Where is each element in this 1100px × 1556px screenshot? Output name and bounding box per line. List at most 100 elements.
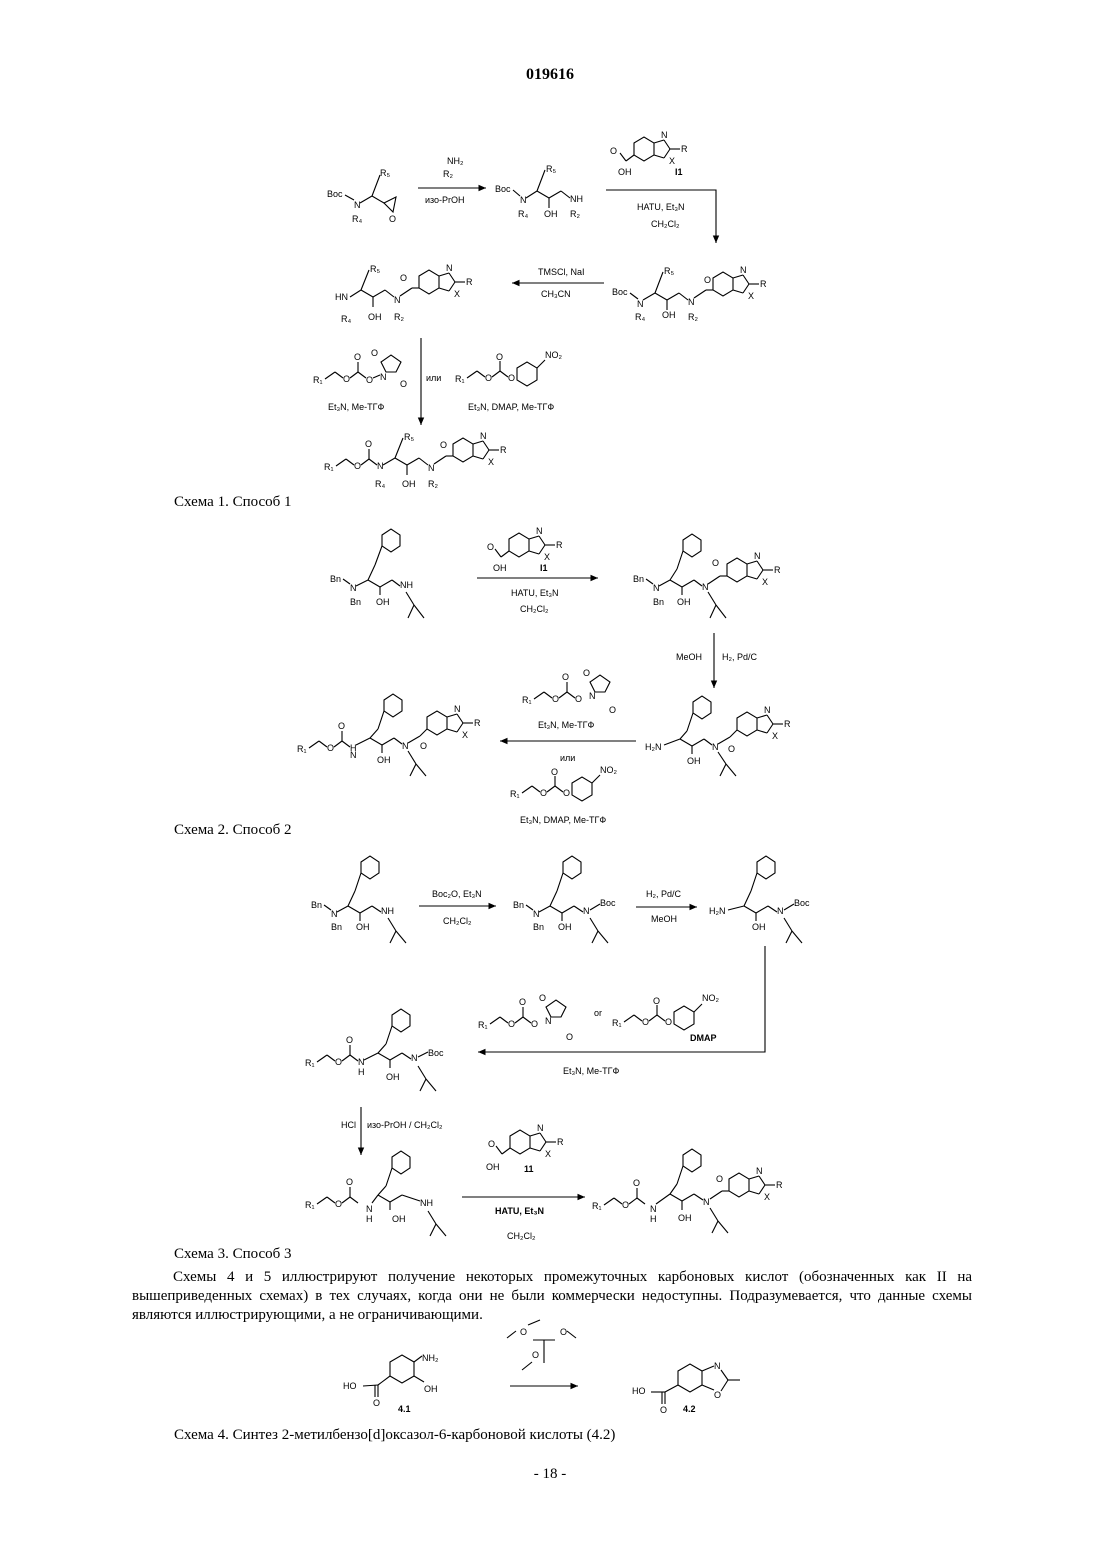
svg-text:R₄: R₄ (352, 214, 362, 224)
svg-text:OH: OH (377, 755, 391, 765)
svg-text:I1: I1 (540, 563, 548, 573)
page-number: - 18 - (0, 1466, 1100, 1483)
scheme2-coupling: HATU, Et₃N (511, 588, 559, 598)
svg-text:R₁: R₁ (313, 375, 323, 385)
scheme1-deprotect: TMSCl, NaI (538, 267, 585, 277)
svg-text:N: N (446, 263, 453, 273)
svg-text:R₄: R₄ (518, 209, 528, 219)
svg-text:R: R (784, 719, 791, 729)
svg-text:N: N (454, 704, 461, 714)
svg-text:R: R (474, 718, 481, 728)
scheme1-coupling-solvent: CH₂Cl₂ (651, 219, 680, 229)
svg-text:O: O (343, 374, 350, 384)
svg-text:N: N (358, 1057, 365, 1067)
scheme4-caption: Схема 4. Синтез 2-метилбензо[d]оксазол-6… (174, 1427, 615, 1444)
scheme1-amino-alcohol: Boc N R₄ R₅ OH NH R₂ (495, 164, 583, 219)
svg-text:O: O (508, 1019, 515, 1029)
svg-text:N: N (756, 1166, 763, 1176)
scheme3-boc-solvent: CH₂Cl₂ (443, 916, 472, 926)
svg-text:Boc: Boc (612, 287, 628, 297)
svg-text:X: X (454, 289, 460, 299)
scheme4-product: N O HO O 4.2 (632, 1361, 740, 1415)
scheme2-acid-I1: NXR O OH I1 (487, 526, 563, 573)
svg-text:OH: OH (402, 479, 416, 489)
svg-text:R: R (500, 445, 507, 455)
scheme1-free-amine: HN R₄ R₅ OH N R₂ O NXR (335, 263, 473, 324)
scheme1-reagent-nh2: NH₂ (447, 156, 464, 166)
svg-text:NH: NH (381, 906, 394, 916)
svg-text:O: O (551, 767, 558, 777)
svg-text:N: N (703, 1197, 710, 1207)
svg-text:N: N (377, 461, 384, 471)
svg-text:O: O (728, 744, 735, 754)
svg-text:OH: OH (618, 167, 632, 177)
svg-text:HO: HO (632, 1386, 646, 1396)
svg-text:X: X (772, 731, 778, 741)
svg-text:R₂: R₂ (428, 479, 438, 489)
scheme3-pnp-carbonate: R₁ O O O NO₂ (612, 993, 720, 1030)
scheme3-product: R₁ O O N H OH N O NXR (592, 1149, 783, 1233)
svg-text:R₁: R₁ (455, 374, 465, 384)
svg-text:O: O (583, 668, 590, 678)
svg-text:NH: NH (400, 580, 413, 590)
svg-text:OH: OH (386, 1072, 400, 1082)
scheme1-conditions-right: Et₃N, DMAP, Me-ТГФ (468, 402, 554, 412)
svg-text:N: N (764, 705, 771, 715)
svg-text:R₄: R₄ (635, 312, 645, 322)
svg-text:R₂: R₂ (570, 209, 580, 219)
scheme4-starting-material: NH₂ OH HO O 4.1 (343, 1353, 439, 1414)
scheme2-hydrog-right: H₂, Pd/C (722, 652, 758, 662)
svg-text:OH: OH (376, 597, 390, 607)
svg-text:O: O (552, 694, 559, 704)
svg-text:N: N (366, 1204, 373, 1214)
svg-text:OH: OH (678, 1213, 692, 1223)
svg-text:N: N (411, 1053, 418, 1063)
svg-text:R₅: R₅ (546, 164, 556, 174)
svg-text:O: O (487, 542, 494, 552)
svg-text:O: O (704, 275, 711, 285)
svg-text:N: N (653, 583, 660, 593)
scheme2-dibenzyl-amine: Bn N Bn OH NH (330, 529, 424, 618)
svg-text:O: O (400, 273, 407, 283)
scheme3-carbamate-boc: R₁ O O N H OH N Boc (305, 1009, 444, 1091)
svg-text:Boc: Boc (495, 184, 511, 194)
svg-text:OH: OH (368, 312, 382, 322)
svg-text:N: N (754, 551, 761, 561)
scheme2-caption: Схема 2. Способ 2 (174, 822, 292, 839)
svg-text:N: N (545, 1016, 552, 1026)
svg-text:R₁: R₁ (305, 1058, 315, 1068)
svg-text:Bn: Bn (633, 574, 644, 584)
scheme1-nhs-carbonate: R₁ O O O N O O (313, 348, 407, 389)
svg-text:O: O (520, 1327, 527, 1337)
svg-text:OH: OH (493, 563, 507, 573)
svg-text:R₂: R₂ (394, 312, 404, 322)
svg-text:N: N (354, 200, 361, 210)
svg-text:O: O (389, 214, 396, 224)
scheme3-nhs-carbonate: R₁ O O O N O O (478, 993, 573, 1042)
svg-text:O: O (338, 721, 345, 731)
svg-text:Bn: Bn (311, 900, 322, 910)
scheme1-pnp-carbonate: R₁ O O O NO₂ (455, 350, 563, 386)
svg-text:O: O (622, 1200, 629, 1210)
svg-text:O: O (365, 439, 372, 449)
svg-text:R₁: R₁ (305, 1200, 315, 1210)
svg-text:N: N (702, 582, 709, 592)
svg-text:O: O (354, 352, 361, 362)
svg-text:N: N (777, 906, 784, 916)
svg-text:O: O (540, 788, 547, 798)
svg-text:N: N (712, 742, 719, 752)
svg-text:OH: OH (558, 922, 572, 932)
svg-text:O: O (519, 997, 526, 1007)
svg-text:H: H (366, 1214, 373, 1224)
svg-text:NO₂: NO₂ (702, 993, 720, 1003)
scheme3-or: or (594, 1008, 602, 1018)
svg-text:O: O (660, 1405, 667, 1415)
scheme1-or: или (426, 373, 441, 383)
scheme2-or: или (560, 753, 575, 763)
scheme2-conditions-1: Et₃N, Me-ТГФ (538, 720, 595, 730)
svg-text:O: O (653, 996, 660, 1006)
svg-text:R₄: R₄ (375, 479, 385, 489)
svg-text:H₂N: H₂N (645, 742, 662, 752)
scheme3-conditions: Et₃N, Me-ТГФ (563, 1066, 620, 1076)
svg-text:OH: OH (677, 597, 691, 607)
